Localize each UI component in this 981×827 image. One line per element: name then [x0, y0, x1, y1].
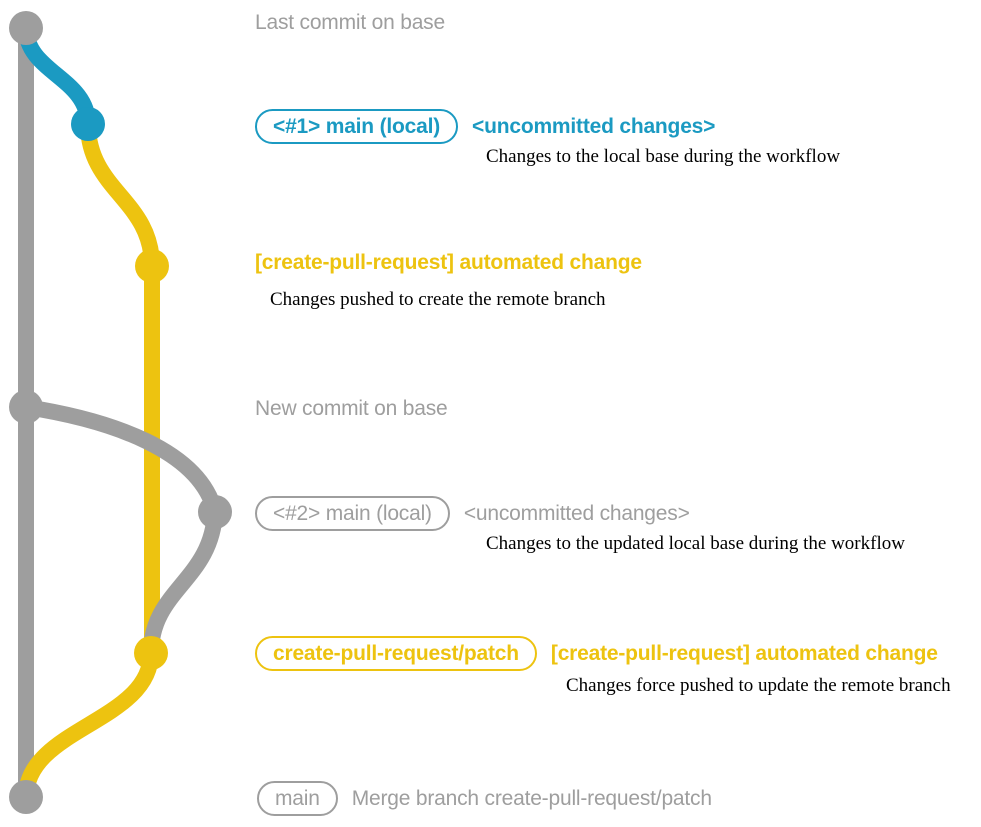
- commit-subject: <uncommitted changes>: [472, 114, 716, 138]
- row-automated-change-1: [create-pull-request] automated change: [255, 251, 642, 275]
- row-main-local-1: <#1> main (local) <uncommitted changes>: [255, 109, 715, 144]
- row-description: Changes pushed to create the remote bran…: [270, 289, 606, 310]
- commit-node-automated-change-2[interactable]: [134, 636, 168, 670]
- commit-subject: New commit on base: [255, 397, 448, 420]
- commit-subject: Last commit on base: [255, 11, 445, 34]
- commit-node-new-commit-on-base[interactable]: [9, 390, 43, 424]
- branch-label-main[interactable]: main: [257, 781, 338, 816]
- commit-subject: [create-pull-request] automated change: [255, 251, 642, 274]
- base-branch-path-2: [18, 399, 223, 520]
- branch-label-create-pull-request-patch[interactable]: create-pull-request/patch: [255, 636, 537, 671]
- row-description: Changes to the local base during the wor…: [486, 146, 841, 167]
- commit-subject: [create-pull-request] automated change: [550, 641, 938, 665]
- commit-node-main-local-1[interactable]: [71, 107, 105, 141]
- row-new-commit-on-base: New commit on base: [255, 397, 448, 421]
- base-merge-into-remote-path: [143, 504, 223, 661]
- local-branch-path-1: [18, 20, 96, 132]
- commit-node-main-local-2[interactable]: [198, 495, 232, 529]
- branch-label-main-local-1[interactable]: <#1> main (local): [255, 109, 459, 144]
- row-last-commit-on-base: Last commit on base: [255, 11, 445, 35]
- commit-node-merge-main[interactable]: [9, 780, 43, 814]
- remote-branch-path-1: [80, 116, 160, 661]
- row-merge-main: main Merge branch create-pull-request/pa…: [257, 781, 712, 816]
- commit-node-automated-change-1[interactable]: [135, 249, 169, 283]
- remote-merge-path: [18, 645, 159, 805]
- row-description: Changes to the updated local base during…: [486, 533, 905, 554]
- row-main-local-2: <#2> main (local) <uncommitted changes>: [255, 496, 690, 531]
- commit-subject: Merge branch create-pull-request/patch: [351, 786, 712, 810]
- row-automated-change-2: create-pull-request/patch [create-pull-r…: [255, 636, 938, 671]
- commit-node-last-commit-on-base[interactable]: [9, 11, 43, 45]
- branch-label-main-local-2[interactable]: <#2> main (local): [255, 496, 450, 531]
- row-description: Changes force pushed to update the remot…: [566, 675, 951, 696]
- commit-subject: <uncommitted changes>: [463, 501, 690, 525]
